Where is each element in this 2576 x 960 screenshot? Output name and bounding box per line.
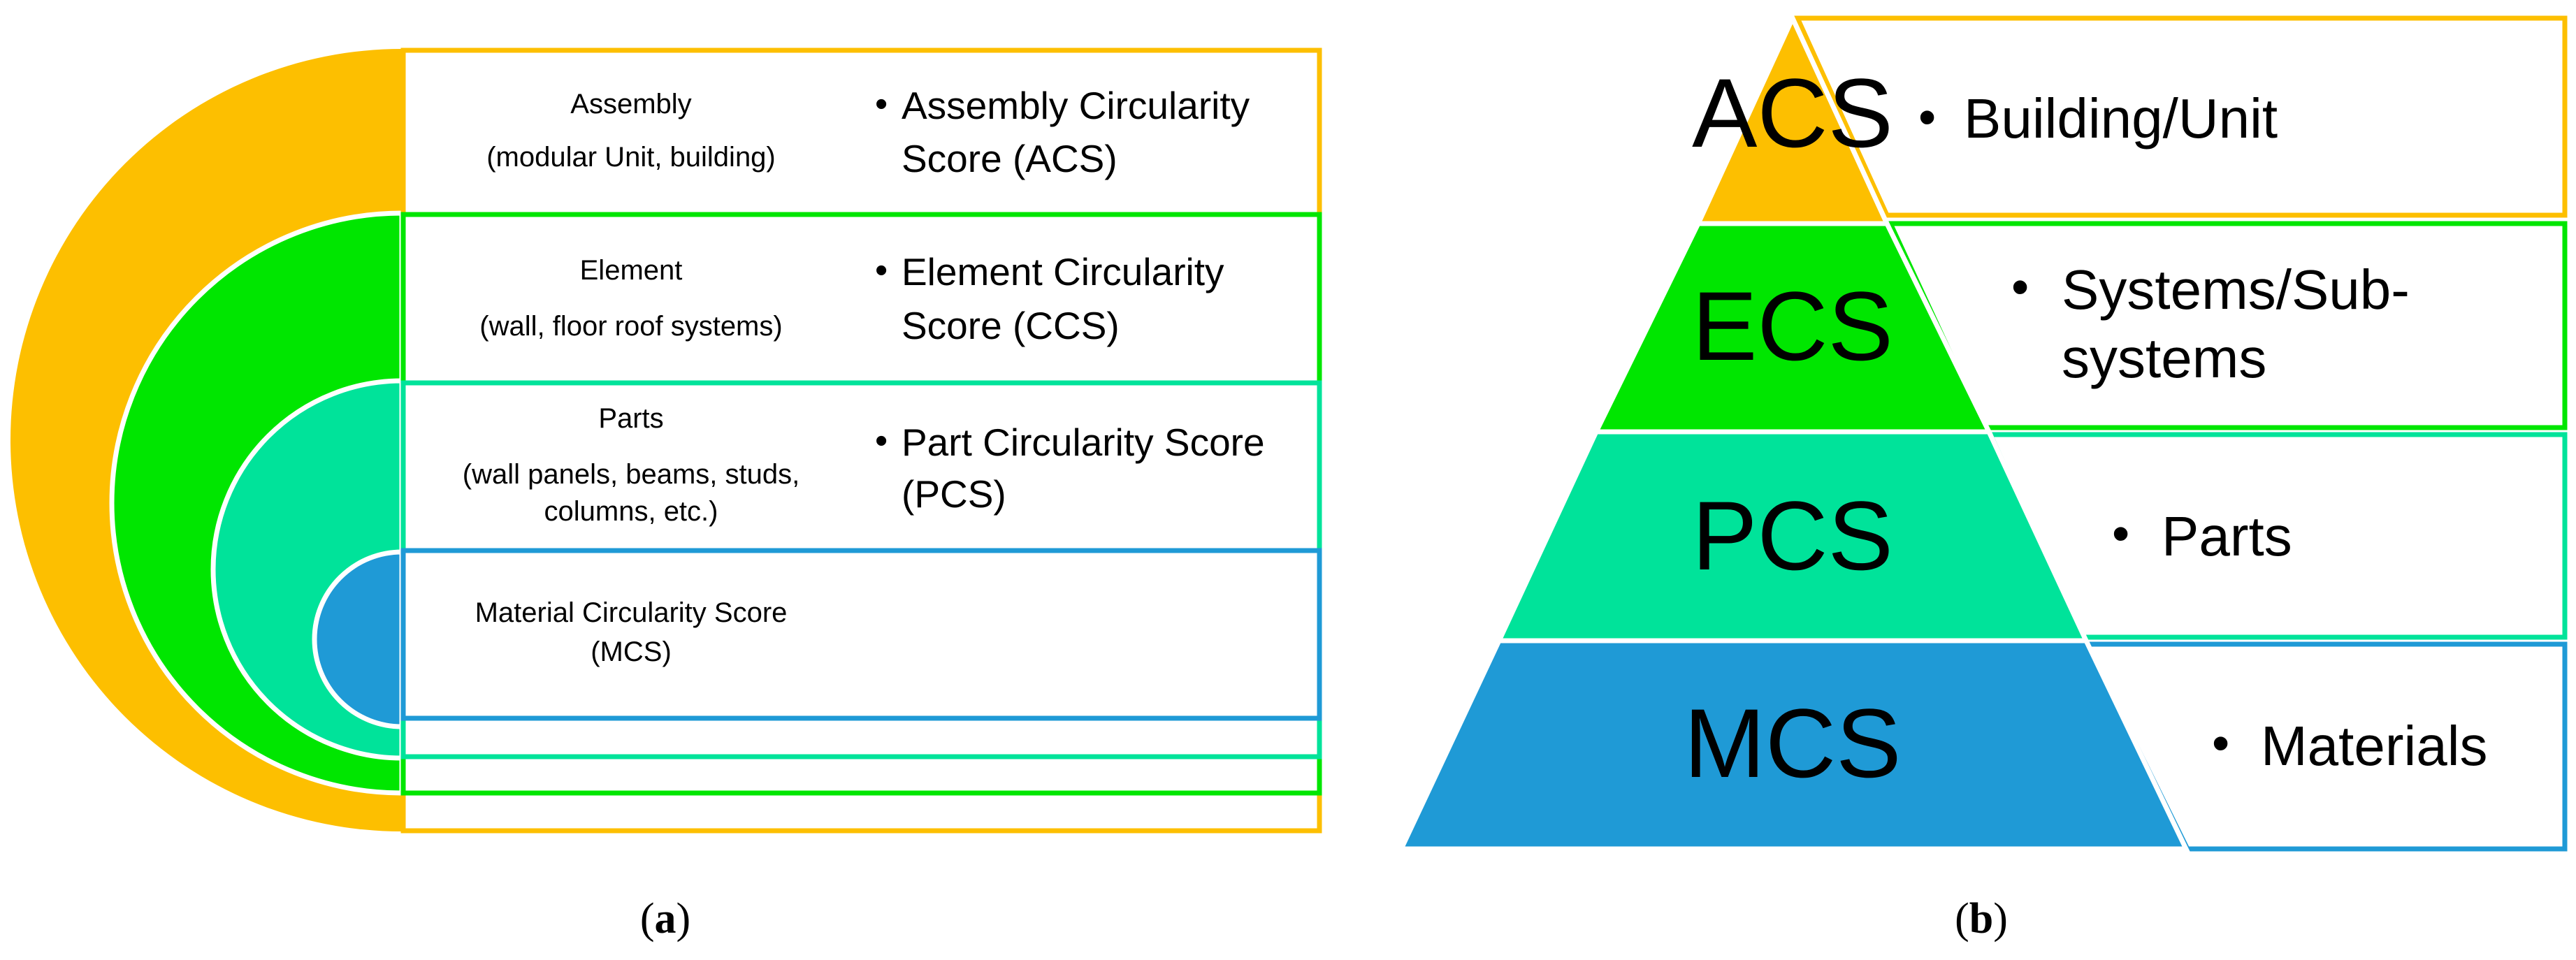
panel-b-caption-letter: b (1969, 895, 1993, 943)
element-detail-label: (wall, floor roof systems) (479, 311, 782, 342)
material-level-label: Material Circularity Score (475, 597, 788, 628)
element-bullet: • (875, 250, 888, 291)
ecs-bullet: • (2011, 259, 2029, 315)
element-score-line1: Element Circularity (902, 250, 1224, 293)
panel-a: Assembly (modular Unit, building) • Asse… (10, 48, 1322, 943)
assembly-level-label: Assembly (570, 89, 691, 119)
element-level-label: Element (580, 255, 683, 286)
assembly-score-line1: Assembly Circularity (902, 84, 1250, 127)
ecs-description-line1: Systems/Sub- (2062, 259, 2410, 321)
parts-detail-line1: (wall panels, beams, studs, (463, 459, 799, 490)
table-background (402, 49, 1321, 831)
mcs-tier (1397, 638, 2190, 852)
ecs-tier-label: ECS (1692, 271, 1893, 381)
acs-tier-label: ACS (1692, 58, 1893, 168)
parts-score-line2: (PCS) (902, 472, 1006, 516)
acs-bullet: • (1918, 89, 1936, 145)
panel-b-caption: (b) (1955, 895, 2008, 943)
mcs-bullet: • (2212, 715, 2229, 771)
parts-detail-line2: columns, etc.) (544, 496, 718, 527)
pcs-bullet: • (2112, 506, 2129, 562)
pcs-tier-label: PCS (1692, 481, 1893, 590)
panel-a-caption: (a) (640, 895, 690, 943)
mcs-tier-label: MCS (1684, 688, 1901, 798)
parts-level-label: Parts (598, 403, 663, 434)
material-detail-label: (MCS) (591, 637, 672, 667)
assembly-bullet: • (875, 84, 888, 124)
panel-a-caption-letter: a (655, 895, 676, 943)
assembly-detail-label: (modular Unit, building) (486, 142, 776, 173)
ecs-description-box (1886, 221, 2568, 430)
mcs-description: Materials (2261, 715, 2488, 777)
acs-description-box (1793, 15, 2568, 218)
ecs-description-line2: systems (2062, 327, 2266, 389)
material-frame (400, 548, 1322, 721)
parts-score-line1: Part Circularity Score (902, 421, 1265, 464)
panel-b: ACS ECS PCS MCS • Building/Unit • System… (1397, 12, 2568, 943)
element-score-line2: Score (CCS) (902, 304, 1120, 347)
pcs-description: Parts (2162, 505, 2292, 567)
parts-bullet: • (875, 421, 888, 461)
material-semicircle (312, 549, 405, 729)
assembly-score-line2: Score (ACS) (902, 137, 1117, 180)
acs-description: Building/Unit (1964, 87, 2278, 150)
